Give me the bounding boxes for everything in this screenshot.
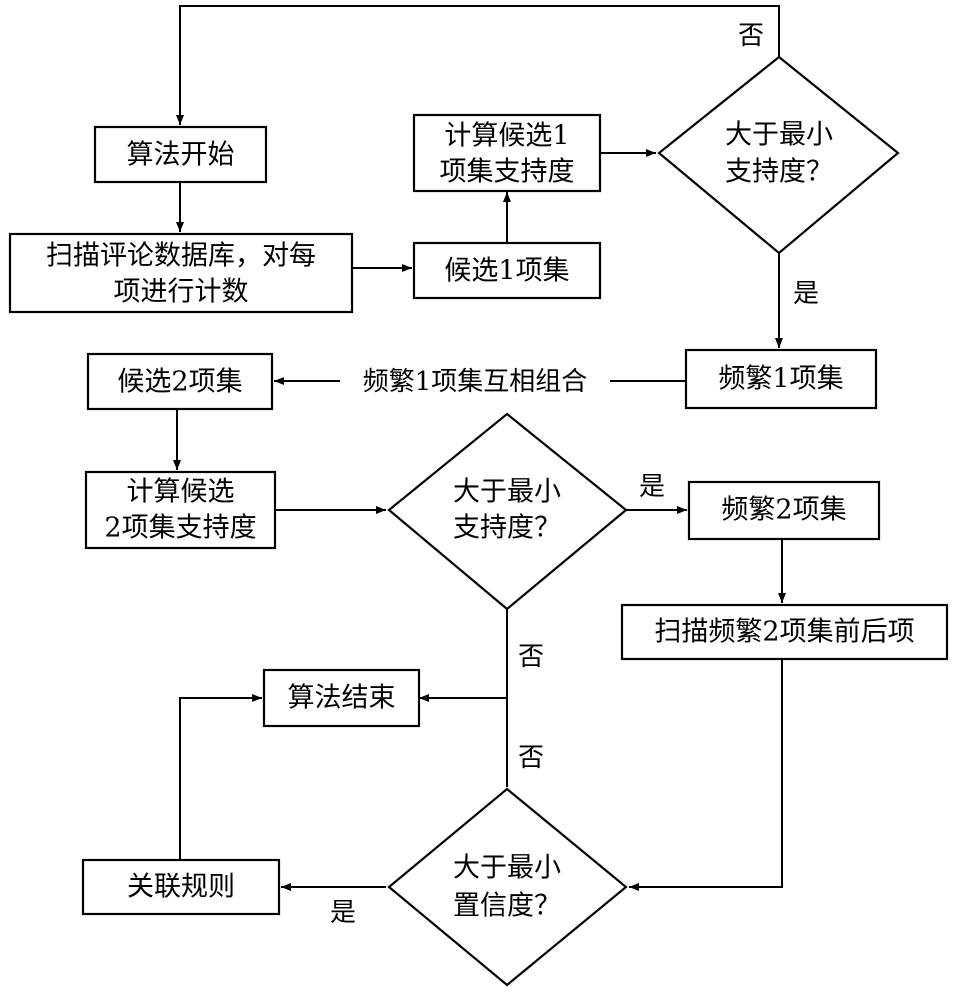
node-calc-support-1: 计算候选1 项集支持度 (412, 113, 602, 193)
label-combine: 频繁1项集互相组合 (363, 367, 588, 397)
label-decision3-no: 否 (518, 743, 544, 773)
node-scan-database-line1: 扫描评论数据库，对每 (46, 241, 316, 272)
node-scan-database: 扫描评论数据库，对每 项进行计数 (8, 232, 354, 314)
node-frequent-2-label: 频繁2项集 (721, 495, 846, 526)
label-decision2-yes: 是 (639, 472, 665, 502)
node-frequent-1-label: 频繁1项集 (718, 364, 843, 395)
node-scan-frequent-2-label: 扫描频繁2项集前后项 (654, 617, 914, 648)
node-decision-1-line1: 大于最小 (725, 120, 833, 151)
label-decision1-yes: 是 (793, 279, 819, 309)
node-end: 算法结束 (262, 668, 421, 728)
node-candidate-1: 候选1项集 (412, 241, 602, 300)
edge-scan2-to-decision3 (629, 659, 783, 891)
edge-decision1-no-loop (176, 5, 780, 125)
node-candidate-2-label: 候选2项集 (117, 367, 242, 398)
label-decision2-no: 否 (518, 642, 544, 672)
node-start: 算法开始 (93, 125, 268, 184)
label-decision1-no: 否 (738, 21, 764, 51)
node-calc-support-1-line1: 计算候选1 (444, 121, 569, 152)
node-decision-2-line2: 支持度？ (453, 513, 561, 544)
node-association-rules: 关联规则 (81, 858, 281, 916)
node-end-label: 算法结束 (288, 683, 396, 714)
node-decision-1: 大于最小 支持度？ (657, 55, 900, 255)
edge-rules-to-end (179, 694, 262, 860)
node-calc-support-2-line1: 计算候选 (127, 477, 235, 508)
node-decision-2: 大于最小 支持度？ (387, 412, 628, 611)
node-candidate-1-label: 候选1项集 (444, 256, 569, 287)
node-candidate-2: 候选2项集 (86, 352, 274, 411)
node-decision-3-line1: 大于最小 (453, 853, 561, 884)
node-calc-support-2: 计算候选 2项集支持度 (84, 470, 277, 550)
node-calc-support-2-line2: 2项集支持度 (104, 513, 256, 544)
label-decision3-yes: 是 (330, 898, 356, 928)
node-start-label: 算法开始 (127, 140, 235, 171)
node-calc-support-1-line2: 项集支持度 (440, 157, 575, 188)
node-decision-3: 大于最小 置信度？ (387, 787, 628, 987)
node-scan-frequent-2: 扫描频繁2项集前后项 (620, 603, 949, 661)
node-frequent-2: 频繁2项集 (687, 480, 881, 541)
node-association-rules-label: 关联规则 (127, 872, 235, 903)
node-scan-database-line2: 项进行计数 (114, 277, 249, 308)
node-decision-3-line2: 置信度？ (453, 891, 561, 922)
node-decision-1-line2: 支持度？ (725, 157, 833, 188)
node-decision-2-line1: 大于最小 (453, 477, 561, 508)
node-frequent-1: 频繁1项集 (684, 348, 878, 410)
